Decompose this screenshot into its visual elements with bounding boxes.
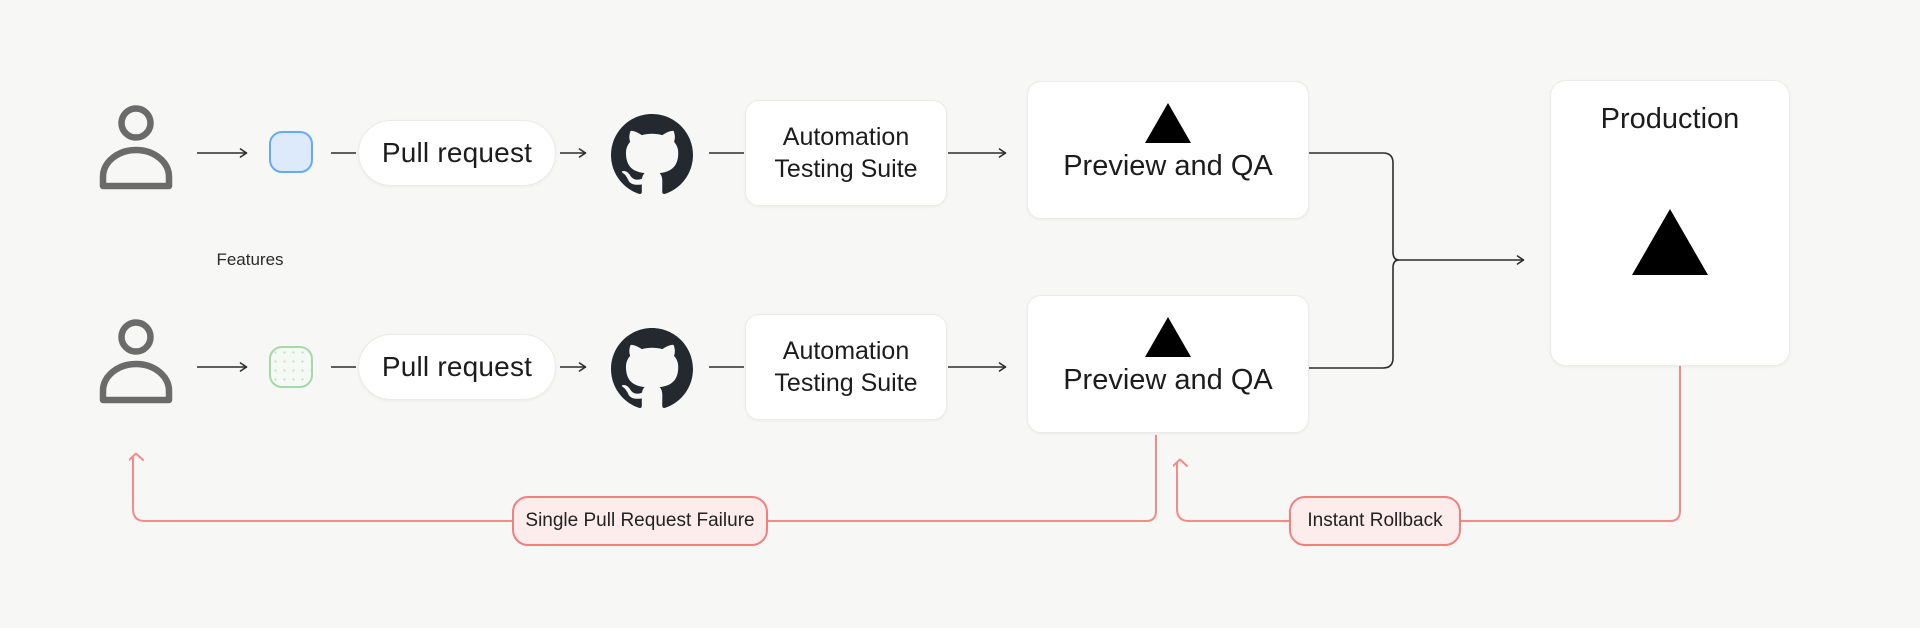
production-node: Production	[1550, 80, 1790, 366]
pull-request-node-2: Pull request	[358, 334, 556, 400]
feature-branch-green-icon	[269, 346, 313, 388]
github-icon	[611, 328, 693, 410]
production-label: Production	[1600, 103, 1740, 135]
preview-qa-node-1: Preview and QA	[1027, 81, 1309, 219]
rollback-annotation-label: Instant Rollback	[1307, 510, 1443, 531]
features-label: Features	[216, 250, 284, 269]
automation-label-1: Automation Testing Suite	[774, 123, 918, 183]
automation-testing-node-2: Automation Testing Suite	[745, 314, 947, 420]
developer-icon	[98, 316, 174, 404]
pull-request-node-1: Pull request	[358, 120, 556, 186]
feature-branch-blue-icon	[269, 131, 313, 173]
preview-qa-label-1: Preview and QA	[1063, 150, 1273, 182]
failure-annotation-label: Single Pull Request Failure	[525, 510, 755, 531]
automation-label-2: Automation Testing Suite	[774, 337, 918, 397]
preview-qa-label-2: Preview and QA	[1063, 364, 1273, 396]
vercel-triangle-icon	[1145, 317, 1191, 357]
vercel-triangle-icon	[1632, 209, 1708, 275]
automation-testing-node-1: Automation Testing Suite	[745, 100, 947, 206]
rollback-annotation: Instant Rollback	[1289, 496, 1461, 546]
vercel-triangle-icon	[1145, 103, 1191, 143]
failure-annotation: Single Pull Request Failure	[512, 496, 768, 546]
pull-request-label-1: Pull request	[381, 137, 533, 168]
preview-qa-node-2: Preview and QA	[1027, 295, 1309, 433]
developer-icon	[98, 102, 174, 190]
github-icon	[611, 114, 693, 196]
merge-line-preview2	[1309, 259, 1400, 369]
pull-request-label-2: Pull request	[381, 351, 533, 382]
merge-line-preview1	[1309, 152, 1400, 261]
